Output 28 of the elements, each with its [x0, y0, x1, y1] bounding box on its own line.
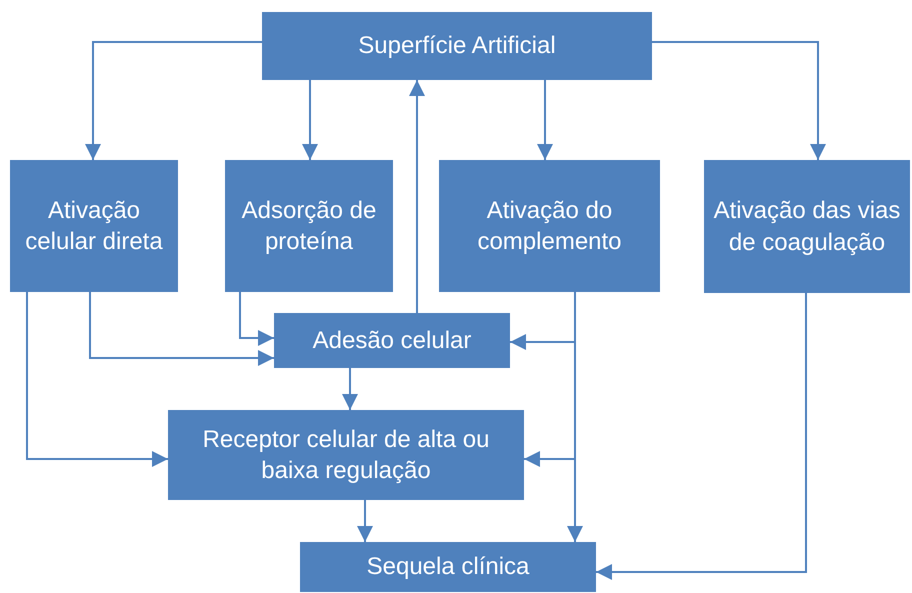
box-label: Adesão celular: [312, 326, 472, 356]
arrow: [652, 41, 826, 160]
arrow: [409, 80, 425, 313]
arrow: [596, 293, 807, 580]
arrow: [89, 292, 274, 366]
box-label: Receptor celular de alta ou baixa regulação: [202, 424, 490, 486]
arrow: [537, 80, 553, 160]
process-box: [225, 160, 393, 292]
process-box: [10, 160, 178, 292]
arrow: [357, 500, 373, 542]
arrow: [85, 41, 262, 160]
box-label: Superfície Artificial: [358, 31, 556, 62]
process-box: [300, 542, 596, 592]
process-box: [439, 160, 660, 292]
box-label: Ativação das vias de coagulação: [712, 196, 902, 258]
arrow: [239, 292, 274, 346]
box-label: Sequela clínica: [366, 552, 530, 582]
box-label: Ativação celular direta: [24, 196, 164, 257]
process-box: [168, 410, 524, 500]
arrow: [342, 368, 358, 410]
process-box: [274, 313, 510, 368]
arrow: [302, 80, 318, 160]
box-label: Adsorção de proteína: [240, 196, 378, 257]
arrow: [567, 292, 583, 542]
process-box: [262, 12, 652, 80]
box-label: Ativação do complemento: [476, 196, 623, 257]
arrow: [26, 292, 168, 467]
process-box: [704, 160, 910, 293]
